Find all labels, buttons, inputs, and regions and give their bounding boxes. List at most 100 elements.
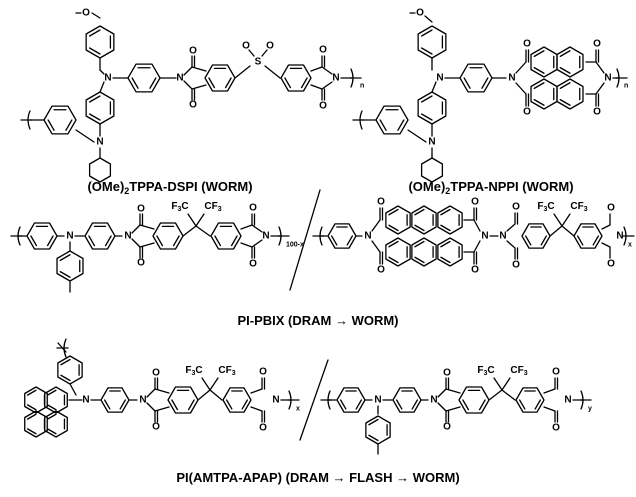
bond	[388, 240, 399, 248]
benzene-ring	[327, 223, 357, 249]
benzene-ring	[24, 410, 48, 438]
bond	[197, 389, 211, 401]
bond	[371, 219, 381, 232]
bond	[182, 225, 197, 237]
oxygen-atom: O	[377, 197, 385, 208]
bond	[534, 399, 542, 410]
caption-pi-amtpa-apap: PI(AMTPA-APAP) (DRAM → FLASH → WORM)	[176, 470, 459, 485]
bond	[241, 399, 249, 410]
bond	[264, 65, 281, 79]
cf3-left: F3C	[185, 365, 202, 377]
bond	[559, 98, 571, 106]
bond	[195, 213, 205, 227]
bond	[187, 213, 197, 227]
bond	[47, 119, 55, 131]
bond	[437, 388, 447, 398]
nitrogen-atom: N	[104, 73, 111, 84]
oxygen-atom: O	[249, 259, 257, 270]
bond	[445, 406, 461, 412]
cf3-right: CF3	[218, 365, 235, 377]
bond	[346, 235, 354, 246]
bond	[310, 84, 323, 90]
benzene-ring	[458, 386, 490, 414]
oxygen-atom: O	[259, 367, 267, 378]
nitrogen-atom: N	[96, 137, 103, 148]
bond	[368, 434, 379, 442]
bond	[407, 129, 427, 143]
subscript-y: y	[588, 406, 592, 413]
oxygen-atom: O	[319, 101, 327, 112]
benzene-ring	[85, 91, 115, 125]
bond	[261, 49, 268, 57]
bond	[414, 224, 425, 232]
bond	[289, 189, 321, 291]
bond	[75, 129, 95, 143]
benzene-ring	[210, 222, 242, 250]
cf3-right: CF3	[570, 201, 587, 213]
oxygen-atom: O	[512, 260, 520, 271]
bond	[183, 66, 193, 76]
bond	[462, 399, 470, 411]
benzene-ring	[88, 157, 112, 183]
cf3-left: F3C	[537, 201, 554, 213]
bond	[601, 224, 611, 230]
bond	[46, 413, 57, 420]
oxygen-atom: O	[471, 265, 479, 276]
benzene-ring	[417, 25, 447, 59]
bond	[424, 15, 433, 23]
oxygen-atom: O	[249, 203, 257, 214]
bond	[371, 240, 381, 253]
bond	[131, 77, 139, 89]
bond	[46, 389, 57, 396]
oxygen-atom: O	[82, 8, 90, 19]
bond	[88, 235, 96, 247]
bond	[172, 235, 180, 247]
bond	[209, 389, 223, 401]
benzene-ring	[385, 237, 411, 267]
oxygen-atom: O	[471, 197, 479, 208]
benzene-ring	[84, 222, 116, 250]
benzene-ring	[556, 78, 584, 110]
bond	[420, 95, 433, 103]
benzene-ring	[222, 387, 252, 413]
bond	[69, 383, 77, 396]
cf3-left: F3C	[477, 365, 494, 377]
bond	[131, 238, 141, 248]
oxygen-atom: O	[152, 368, 160, 379]
oxygen-atom: O	[259, 423, 267, 434]
bond	[104, 235, 112, 247]
bond	[553, 213, 563, 227]
bond	[478, 399, 486, 411]
bond	[310, 66, 323, 72]
bond	[543, 406, 556, 412]
bond	[209, 377, 219, 391]
bond	[559, 66, 571, 74]
oxygen-atom: O	[607, 203, 615, 214]
oxygen-atom: O	[523, 39, 531, 50]
caption-omtppa-nppi: (OMe)2TPPA-NPPI (WORM)	[408, 179, 573, 196]
oxygen-atom: O	[593, 107, 601, 118]
bond	[91, 12, 101, 19]
bond	[414, 256, 425, 264]
benzene-ring	[573, 223, 603, 249]
nitrogen-atom: N	[428, 137, 435, 148]
bond	[533, 98, 545, 106]
bond	[576, 235, 584, 246]
nitrogen-atom: N	[616, 231, 623, 242]
bond	[559, 50, 571, 58]
oxygen-atom: O	[593, 39, 601, 50]
cf3-right: CF3	[204, 201, 221, 213]
bond	[518, 399, 526, 410]
bond	[251, 224, 263, 233]
bond	[595, 61, 605, 74]
oxygen-atom: O	[552, 423, 560, 434]
bond	[388, 224, 399, 232]
bond	[191, 66, 207, 72]
bond	[59, 270, 71, 278]
bond	[561, 225, 575, 237]
nitrogen-atom: N	[481, 231, 488, 242]
oxygen-atom: O	[189, 46, 197, 57]
bond	[481, 77, 489, 89]
